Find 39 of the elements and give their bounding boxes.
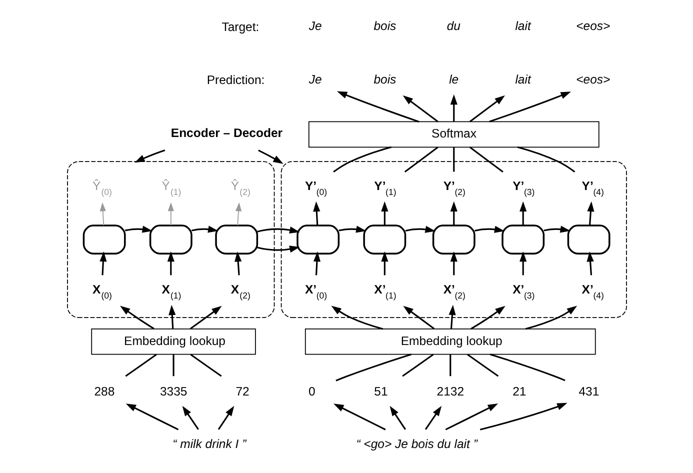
- node-text: le: [448, 72, 458, 86]
- node-text: Y’$_{(1)}$: [374, 179, 396, 198]
- label: bois: [373, 18, 396, 33]
- node-text: <eos>: [576, 72, 610, 86]
- node-text: 51: [374, 384, 388, 398]
- node-text: Ŷ$_{(0)}$: [92, 179, 112, 198]
- label: Je: [308, 18, 322, 33]
- node-text: 21: [512, 384, 526, 398]
- node-text: 431: [578, 384, 599, 398]
- node-text: Y’$_{(2)}$: [442, 179, 465, 198]
- node-text: 2132: [436, 384, 464, 398]
- node-text: X$_{(0)}$: [92, 282, 112, 301]
- node-text: “ <go> Je bois du lait ”: [356, 436, 477, 451]
- node-text: 288: [94, 384, 114, 398]
- node-text: Y’$_{(3)}$: [512, 179, 534, 198]
- node-text: X’$_{(4)}$: [581, 282, 604, 301]
- node-text: Ŷ$_{(2)}$: [230, 179, 250, 198]
- label: Target:: [221, 20, 259, 34]
- node-text: X’$_{(2)}$: [442, 282, 465, 301]
- node-text: Y’$_{(0)}$: [304, 179, 327, 198]
- label: <eos>: [576, 18, 610, 33]
- node-text: X$_{(1)}$: [161, 282, 181, 301]
- node-text: 72: [235, 384, 249, 398]
- node-text: bois: [373, 72, 396, 86]
- label: lait: [514, 18, 530, 33]
- node-text: Encoder – Decoder: [170, 126, 282, 140]
- node-text: X’$_{(3)}$: [512, 282, 534, 301]
- node-text: X’$_{(0)}$: [304, 282, 327, 301]
- node-text: 0: [308, 384, 315, 398]
- node-text: “ milk drink I ”: [172, 436, 246, 451]
- node-text: Je: [308, 72, 322, 86]
- label: du: [446, 18, 460, 33]
- node-text: 3335: [159, 384, 187, 398]
- node-text: X’$_{(1)}$: [374, 282, 396, 301]
- node-text: X$_{(2)}$: [230, 282, 250, 301]
- node-text: Y’$_{(4)}$: [581, 179, 604, 198]
- node-text: Ŷ$_{(1)}$: [161, 179, 181, 198]
- node-text: lait: [514, 72, 530, 86]
- label: Prediction:: [206, 73, 264, 88]
